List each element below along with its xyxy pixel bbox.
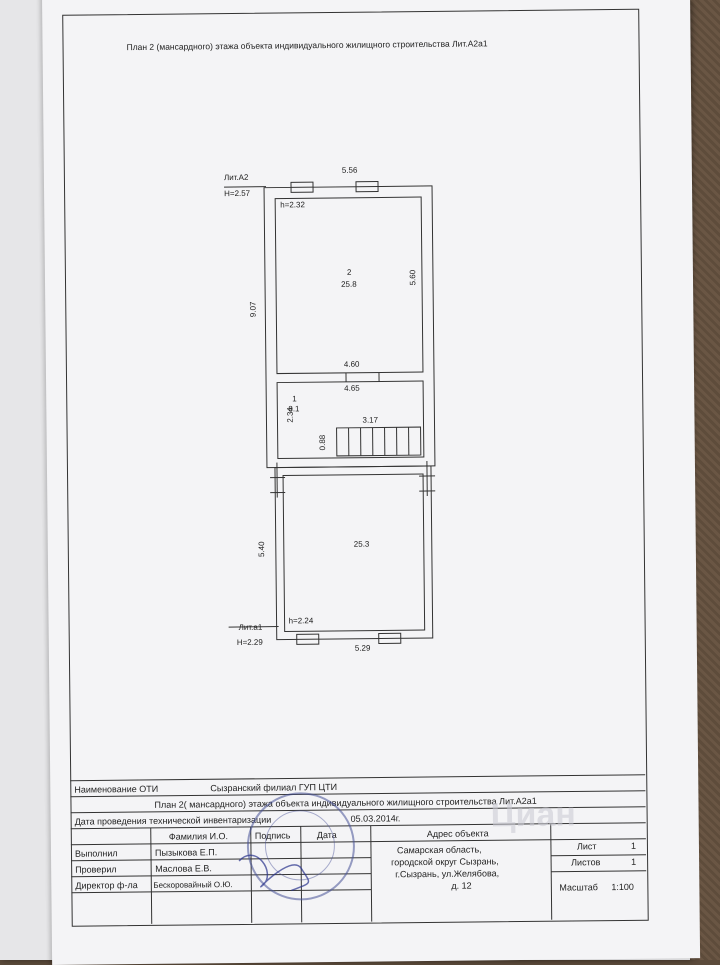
dim-room-2-right: 5.60	[408, 270, 417, 286]
dim-stairs-length: 3.17	[362, 416, 378, 425]
stamp-person-director: Бескоровайный О.Ю.	[153, 880, 232, 890]
stamp-sheet-value: 1	[631, 841, 636, 851]
dim-top-width: 5.56	[342, 166, 358, 175]
stamp-address-line-4: д. 12	[451, 881, 471, 891]
room-1-number: 1	[292, 394, 297, 403]
stamp-sheets-label: Листов	[571, 857, 600, 867]
dim-room-1-depth: 2.34	[286, 407, 295, 423]
stamp-sheets-value: 1	[631, 857, 636, 867]
room-2-area: 25.8	[341, 280, 357, 289]
room-2-height: h=2.32	[280, 200, 305, 209]
stamp-person-performed: Пызыкова Е.П.	[155, 847, 217, 858]
lit-a1-label: Лит.а1	[239, 623, 263, 632]
stamp-role-checked: Проверил	[75, 864, 117, 874]
stamp-address-line-2: городской округ Сызрань,	[391, 856, 499, 867]
dim-left-total: 9.07	[249, 301, 258, 317]
dim-lower-left: 5.40	[257, 541, 266, 557]
stamp-oti-label: Наименование ОТИ	[74, 784, 158, 795]
stamp-col-name: Фамилия И.О.	[169, 831, 228, 842]
lit-a2-height: H=2.57	[224, 189, 250, 198]
stamp-address-line-1: Самарская область,	[397, 844, 482, 855]
lower-room-area: 25.3	[354, 540, 370, 549]
dim-bottom-width: 5.29	[355, 644, 371, 653]
official-seal-inner-ring	[265, 810, 336, 881]
dim-stairs-width: 0.88	[318, 435, 327, 451]
lit-a2-outer-wall	[264, 186, 435, 468]
stamp-date-value: 05.03.2014г.	[351, 813, 401, 824]
stamp-address-line-3: г.Сызрань, ул.Желябова,	[395, 868, 499, 879]
lit-a2-label: Лит.А2	[224, 173, 249, 182]
stamp-sheet-label: Лист	[577, 841, 597, 851]
stamp-role-director: Директор ф-ла	[75, 880, 137, 891]
stamp-col-address: Адрес объекта	[427, 828, 489, 839]
stamp-scale-value: 1:100	[611, 882, 634, 892]
watermark: Циан	[490, 795, 576, 835]
stamp-oti-value: Сызранский филиал ГУП ЦТИ	[210, 782, 337, 793]
document-page: План 2 (мансардного) этажа объекта индив…	[42, 0, 700, 965]
room-2-number: 2	[347, 268, 352, 277]
lower-room-walls	[283, 474, 425, 631]
stamp-person-checked: Маслова Е.В.	[155, 863, 212, 874]
lower-room-height: h=2.24	[289, 616, 314, 625]
dim-width-460: 4.60	[344, 360, 360, 369]
dim-width-465: 4.65	[344, 384, 360, 393]
stamp-role-performed: Выполнил	[75, 848, 118, 858]
stamp-date-label: Дата проведения технической инвентаризац…	[75, 815, 272, 827]
lit-a1-height: H=2.29	[237, 638, 263, 647]
stamp-scale-label: Масштаб	[559, 882, 598, 892]
staircase	[337, 427, 421, 456]
lit-a1-outer-wall	[275, 466, 433, 640]
